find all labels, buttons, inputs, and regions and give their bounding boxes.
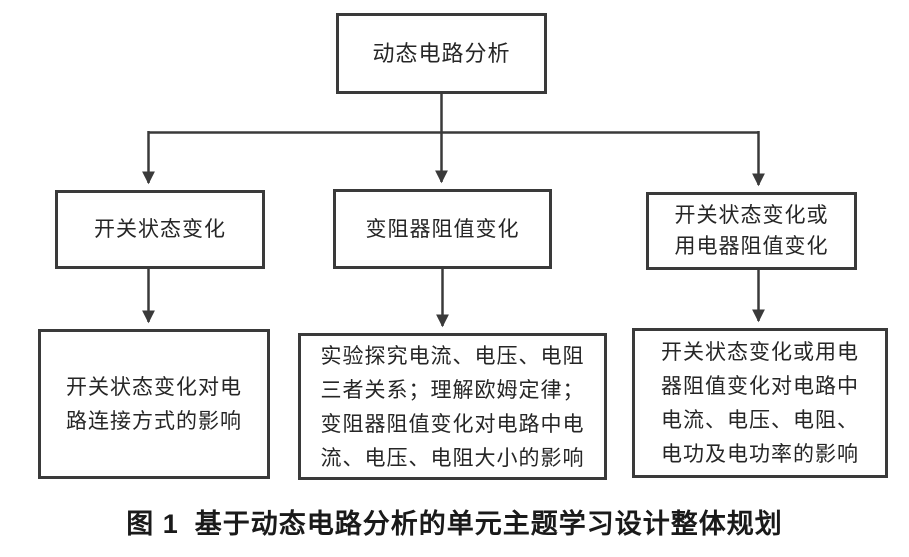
figure-number: 图 1 bbox=[126, 509, 179, 539]
node-detail-rheostat: 实验探究电流、电压、电阻 三者关系；理解欧姆定律； 变阻器阻值变化对电路中电 流… bbox=[298, 333, 607, 480]
node-detail-switch-or-appliance: 开关状态变化或用电 器阻值变化对电路中 电流、电压、电阻、 电功及电功率的影响 bbox=[632, 328, 888, 478]
node-detail-label: 开关状态变化对电 路连接方式的影响 bbox=[66, 375, 242, 433]
node-detail-label: 实验探究电流、电压、电阻 三者关系；理解欧姆定律； 变阻器阻值变化对电路中电 流… bbox=[320, 343, 585, 470]
node-root: 动态电路分析 bbox=[336, 13, 547, 94]
node-branch-switch-state: 开关状态变化 bbox=[55, 190, 265, 269]
node-root-label: 动态电路分析 bbox=[372, 41, 511, 66]
figure-caption: 图 1 基于动态电路分析的单元主题学习设计整体规划 bbox=[0, 502, 909, 541]
node-branch-label: 开关状态变化 bbox=[94, 217, 226, 241]
node-branch-rheostat: 变阻器阻值变化 bbox=[333, 189, 552, 269]
node-branch-switch-or-appliance: 开关状态变化或 用电器阻值变化 bbox=[646, 192, 857, 270]
node-detail-switch-state: 开关状态变化对电 路连接方式的影响 bbox=[38, 329, 270, 479]
node-branch-label: 开关状态变化或 用电器阻值变化 bbox=[674, 203, 829, 258]
node-detail-label: 开关状态变化或用电 器阻值变化对电路中 电流、电压、电阻、 电功及电功率的影响 bbox=[661, 340, 859, 466]
node-branch-label: 变阻器阻值变化 bbox=[365, 216, 520, 241]
figure-caption-text: 基于动态电路分析的单元主题学习设计整体规划 bbox=[194, 509, 783, 539]
